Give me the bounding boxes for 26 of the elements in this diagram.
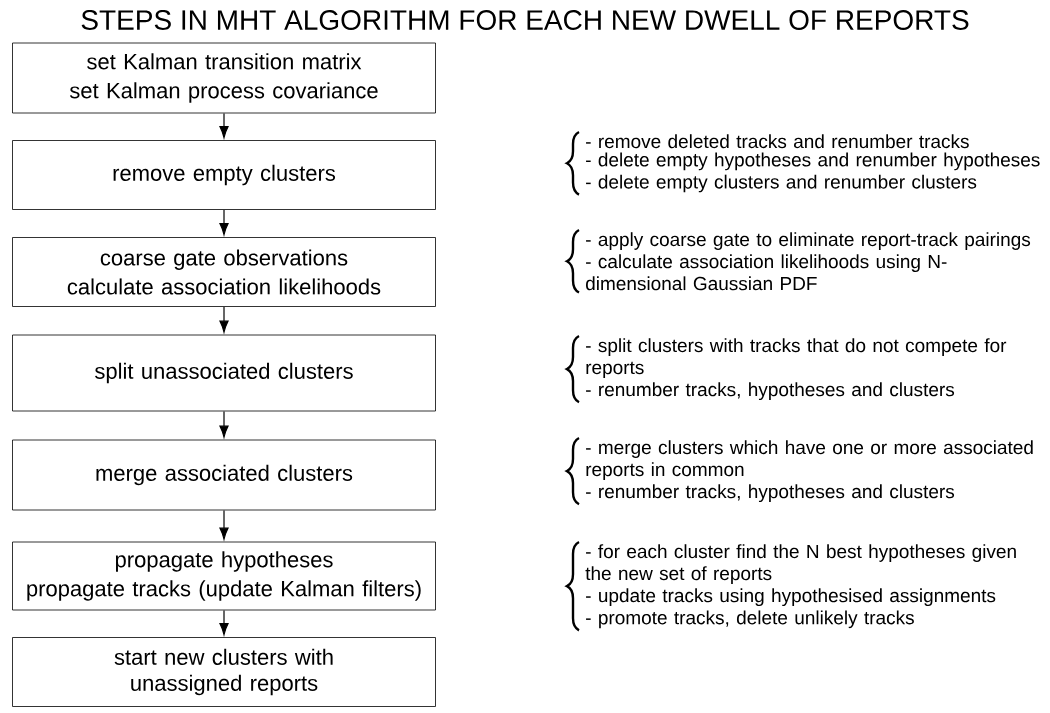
process-box: remove empty clusters (12, 140, 436, 210)
arrow (219, 112, 229, 139)
note-text: - renumber tracks, hypotheses and clusters (586, 484, 955, 502)
arrow (219, 609, 229, 636)
note-text: - apply coarse gate to eliminate report-track pairings (586, 232, 1031, 250)
arrow (219, 306, 229, 333)
note-text: - for each cluster find the N best hypotheses given the new set of reports (585, 544, 1016, 584)
note-text: - promote tracks, delete unlikely tracks (586, 610, 914, 629)
note-text: - renumber tracks, hypotheses and clusters (586, 382, 955, 400)
process-box: coarse gate observations calculate association likelihoods (12, 237, 436, 307)
process-box: set Kalman transition matrix set Kalman process covariance (12, 42, 436, 114)
note-text: - calculate association likelihoods using N-dimensional Gaussian PDF (586, 254, 947, 291)
arrow (219, 209, 229, 236)
note-text: - update tracks using hypothesised assignments (586, 588, 996, 606)
note-text: - delete empty hypotheses and renumber hypotheses (586, 152, 1040, 171)
arrow (219, 509, 229, 540)
title: STEPS IN MHT ALGORITHM FOR EACH NEW DWELL OF REPORTS (81, 10, 969, 30)
note-text: - remove deleted tracks and renumber tracks (586, 134, 969, 149)
process-box: propagate hypotheses propagate tracks (update Kalman filters) (12, 541, 436, 611)
process-box: start new clusters with unassigned reports (12, 637, 436, 707)
process-box: merge associated clusters (12, 439, 436, 511)
note-text: - delete empty clusters and renumber clusters (586, 174, 977, 193)
note-text: - merge clusters which have one or more associated reports in common (586, 440, 1033, 480)
note-text: - split clusters with tracks that do not compete for reports (586, 338, 1007, 378)
arrow (219, 410, 229, 438)
process-box: split unassociated clusters (12, 334, 436, 412)
